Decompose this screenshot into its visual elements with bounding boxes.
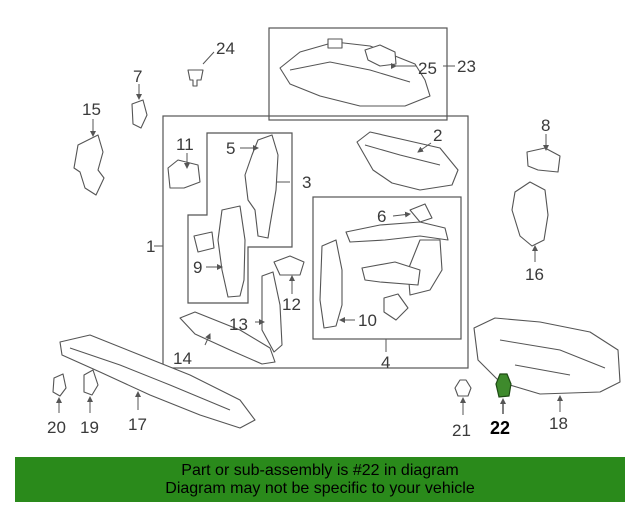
part-11-bracket: [167, 153, 201, 189]
part-17-lower-member: [59, 334, 256, 429]
part-15-bracket: [73, 119, 105, 196]
callout-1: 1: [146, 237, 155, 256]
part-9-pillar: [193, 205, 246, 298]
frame-subassembly-4: [312, 196, 462, 340]
frame-assembly-1: [162, 115, 469, 369]
part-13-pillar: [255, 271, 283, 353]
callout-22: 22: [490, 418, 510, 438]
callout-10: 10: [358, 311, 377, 330]
callout-12: 12: [282, 295, 301, 314]
callout-24: 24: [216, 39, 235, 58]
callout-17: 17: [128, 415, 147, 434]
callout-11: 11: [176, 135, 194, 154]
callout-16: 16: [525, 265, 544, 284]
part-21-clip: [454, 379, 472, 415]
part-22-clip-highlighted: [495, 373, 512, 414]
callout-9: 9: [193, 258, 202, 277]
callout-21: 21: [452, 421, 471, 440]
part-18-under-cover: [473, 317, 621, 412]
callout-6: 6: [377, 207, 386, 226]
part-12-bracket: [273, 255, 305, 294]
part-2-crossmember: [356, 131, 459, 191]
part-20-bracket: [52, 373, 67, 413]
callout-18: 18: [549, 414, 568, 433]
callout-5: 5: [226, 139, 235, 158]
callout-25: 25: [418, 59, 437, 78]
callout-14: 14: [173, 349, 192, 368]
frame-subassembly-23: [268, 27, 448, 121]
part-7-bracket: [131, 84, 148, 129]
part-16-bracket: [511, 181, 549, 262]
part-10-pillar: [319, 239, 355, 329]
part-4-structure: [361, 239, 443, 321]
callout-15: 15: [82, 100, 101, 119]
callout-20: 20: [47, 418, 66, 437]
callout-7: 7: [133, 67, 142, 86]
callout-8: 8: [541, 116, 550, 135]
part-19-bracket: [83, 369, 99, 413]
part-3-pillar: [240, 134, 290, 239]
parts-diagram: 1 2 3 4 5 6 7 8 9 10 11 12 13 14 15 16 1…: [47, 27, 621, 440]
info-banner: Part or sub-assembly is #22 in diagram D…: [15, 457, 625, 502]
part-8-bracket: [526, 134, 561, 173]
part-14-lower-member: [179, 311, 276, 365]
frame-subassembly-3: [187, 132, 293, 304]
callout-4: 4: [381, 353, 390, 372]
callout-13: 13: [229, 315, 248, 334]
part-6-upper-member: [345, 203, 449, 243]
part-24-clip: [187, 51, 215, 87]
callout-2: 2: [433, 126, 442, 145]
banner-line-1: Part or sub-assembly is #22 in diagram: [181, 462, 459, 479]
part-23-cover: [279, 38, 431, 107]
callout-19: 19: [80, 418, 99, 437]
callout-23: 23: [457, 57, 476, 76]
banner-line-2: Diagram may not be specific to your vehi…: [165, 480, 475, 497]
callout-3: 3: [302, 173, 311, 192]
